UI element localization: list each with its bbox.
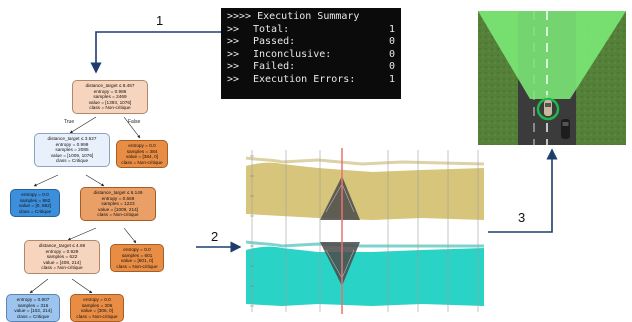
ego-vehicle-highlight xyxy=(536,97,560,121)
parallel-coordinates-plot xyxy=(245,148,485,314)
terminal-row: >> Execution Errors: 1 xyxy=(227,73,395,85)
pc-bottom-band xyxy=(246,246,484,306)
terminal-row: >> Total: 1 xyxy=(227,23,395,35)
tree-node-root: distance_target ≤ 8.457 entropy = 0.986 … xyxy=(72,80,148,114)
terminal-row: >> Inconclusive: 0 xyxy=(227,48,395,60)
driving-scene xyxy=(478,11,626,145)
tree-node-4: distance_target ≤ 6.149 entropy = 0.669 … xyxy=(80,187,156,221)
edge-label-true: True xyxy=(64,119,75,125)
tree-node-1: distance_target ≤ 3.527 entropy = 0.999 … xyxy=(34,133,110,167)
pc-top-convergence xyxy=(320,176,360,220)
tree-node-2: entropy = 0.0 samples = 384 value = [384… xyxy=(116,140,168,169)
sensor-cone xyxy=(478,11,626,99)
pc-axes xyxy=(251,150,479,312)
tree-node-6: entropy = 0.0 samples = 601 value = [601… xyxy=(110,244,164,273)
arrow-3 xyxy=(488,148,558,233)
tree-node-8: entropy = 0.0 samples = 306 value = [306… xyxy=(70,294,124,322)
tree-node-7: entropy = 0.907 samples = 316 value = [1… xyxy=(6,294,60,322)
pc-top-band xyxy=(246,162,484,220)
terminal-row: >> Passed: 0 xyxy=(227,36,395,47)
pc-bottom-convergence xyxy=(320,242,360,286)
edge-label-false: False xyxy=(128,119,141,125)
step-label-1: 1 xyxy=(156,13,164,28)
tree-node-3: entropy = 0.0 samples = 862 value = [0, … xyxy=(10,189,60,218)
scene-graphic xyxy=(478,11,626,145)
terminal-header: >>>> Execution Summary xyxy=(227,11,360,22)
ego-vehicle xyxy=(544,100,552,116)
execution-summary-terminal: >>>> Execution Summary >> Total: 1 >> Pa… xyxy=(221,8,401,99)
step-label-3: 3 xyxy=(518,210,526,225)
step-label-2: 2 xyxy=(211,229,219,244)
tree-node-5: distance_target ≤ 4.69 entropy = 0.929 s… xyxy=(24,240,100,274)
terminal-row: >> Failed: 0 xyxy=(227,61,395,72)
arrow-1 xyxy=(90,31,221,74)
